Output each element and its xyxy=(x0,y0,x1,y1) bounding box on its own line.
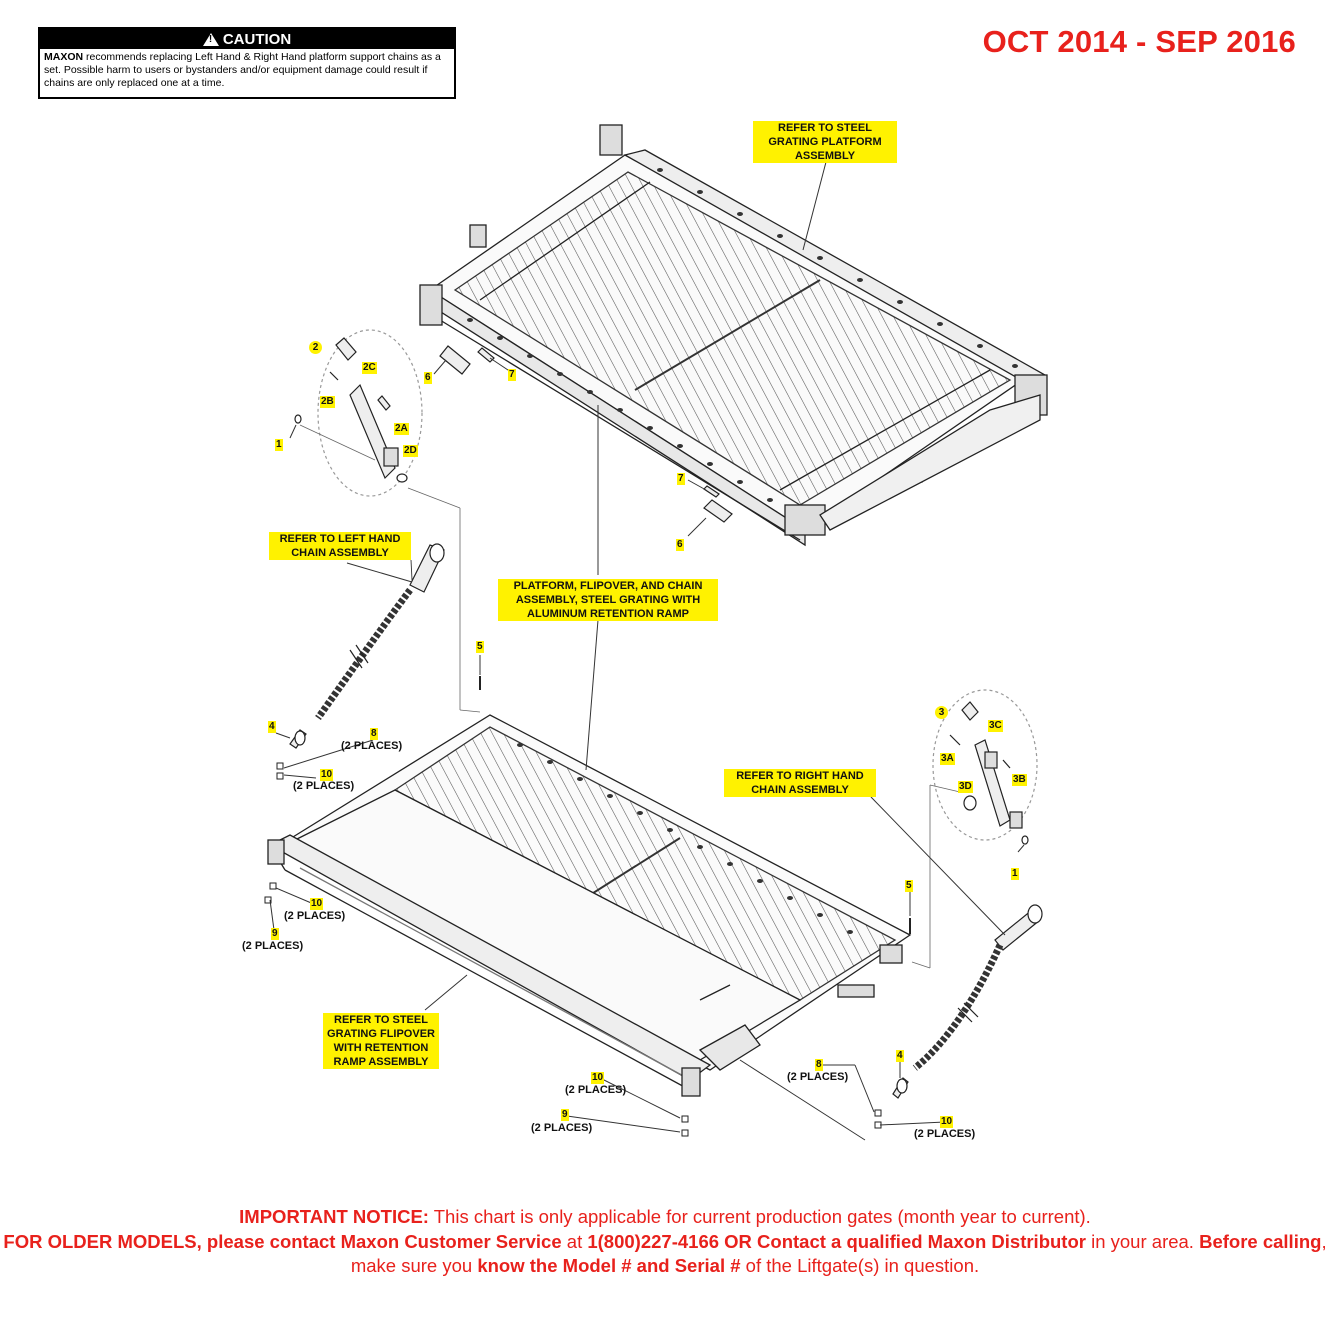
top-leaders xyxy=(433,161,827,575)
caution-text: MAXON recommends replacing Left Hand & R… xyxy=(40,49,454,92)
label-refer-right-chain: REFER TO RIGHT HAND CHAIN ASSEMBLY xyxy=(724,769,876,797)
callout-2d: 2D xyxy=(403,445,418,457)
places-9-left: (2 PLACES) xyxy=(242,940,304,952)
top-platform xyxy=(419,124,1048,547)
notice-at: at xyxy=(561,1230,588,1252)
places-10-left-top: (2 PLACES) xyxy=(293,780,355,792)
callout-9-bottom: 9 xyxy=(561,1109,569,1121)
caution-message: recommends replacing Left Hand & Right H… xyxy=(44,51,441,89)
callout-10-left-bottom: 10 xyxy=(310,898,324,910)
notice-before: Before calling xyxy=(1199,1230,1322,1252)
callout-1-right: 1 xyxy=(1011,868,1019,880)
left-chain xyxy=(289,543,445,749)
callout-2a: 2A xyxy=(394,423,409,435)
notice-important: IMPORTANT NOTICE: xyxy=(239,1206,429,1227)
callout-3c: 3C xyxy=(988,720,1003,732)
callout-10-bottom-mid: 10 xyxy=(591,1072,605,1084)
notice-line-1: IMPORTANT NOTICE: This chart is only app… xyxy=(0,1205,1330,1230)
notice-in-area: in your area. xyxy=(1085,1230,1200,1252)
callout-7-top: 7 xyxy=(508,369,516,381)
callout-6-mid: 6 xyxy=(676,539,684,551)
notice-phone: 1(800)227-4166 OR Contact a qualified Ma… xyxy=(587,1230,1086,1252)
detail-2 xyxy=(289,329,481,713)
date-range: OCT 2014 - SEP 2016 xyxy=(982,24,1296,59)
important-notice: IMPORTANT NOTICE: This chart is only app… xyxy=(0,1205,1330,1279)
callout-4-right: 4 xyxy=(896,1050,904,1062)
notice-line1-rest: This chart is only applicable for curren… xyxy=(428,1206,1091,1227)
callout-6-top: 6 xyxy=(424,372,432,384)
callout-3: 3 xyxy=(935,706,948,719)
caution-title: CAUTION xyxy=(222,30,292,48)
callout-9-left: 9 xyxy=(271,928,279,940)
label-refer-flipover: REFER TO STEEL GRATING FLIPOVER WITH RET… xyxy=(323,1013,439,1069)
caution-box: CAUTION MAXON recommends replacing Left … xyxy=(38,27,456,99)
label-platform-flipover-chain: PLATFORM, FLIPOVER, AND CHAIN ASSEMBLY, … xyxy=(498,579,718,621)
bottom-leaders xyxy=(269,562,1006,1141)
places-8-left: (2 PLACES) xyxy=(341,740,403,752)
callout-10-right: 10 xyxy=(940,1116,954,1128)
caution-header: CAUTION xyxy=(40,29,454,49)
callout-4-left: 4 xyxy=(268,721,276,733)
callout-8-right: 8 xyxy=(815,1059,823,1071)
bottom-platform xyxy=(267,714,912,1097)
places-10-left-bottom: (2 PLACES) xyxy=(284,910,346,922)
notice-tail: of the Liftgate(s) in question. xyxy=(740,1255,980,1276)
places-10-bottom-mid: (2 PLACES) xyxy=(565,1084,627,1096)
notice-know: know the Model # and Serial # xyxy=(477,1255,741,1276)
right-chain xyxy=(892,904,1043,1099)
label-refer-left-chain: REFER TO LEFT HAND CHAIN ASSEMBLY xyxy=(269,532,411,560)
callout-5-right: 5 xyxy=(905,880,913,892)
callout-2c: 2C xyxy=(362,362,377,374)
label-refer-steel-grating-platform: REFER TO STEEL GRATING PLATFORM ASSEMBLY xyxy=(753,121,897,163)
callout-8-left: 8 xyxy=(370,728,378,740)
places-8-right: (2 PLACES) xyxy=(787,1071,849,1083)
callout-10-left-top: 10 xyxy=(320,769,334,781)
detail-3 xyxy=(911,689,1038,969)
callout-5-left: 5 xyxy=(476,641,484,653)
callout-7-mid: 7 xyxy=(677,473,685,485)
top-pins xyxy=(439,345,733,523)
callout-3d: 3D xyxy=(958,781,973,793)
callout-3b: 3B xyxy=(1012,774,1027,786)
callout-2b: 2B xyxy=(320,396,335,408)
places-9-bottom: (2 PLACES) xyxy=(531,1122,593,1134)
caution-brand: MAXON xyxy=(44,51,84,63)
notice-make-sure: , make sure you xyxy=(350,1230,1327,1277)
warning-triangle-icon xyxy=(202,32,219,46)
places-10-right: (2 PLACES) xyxy=(914,1128,976,1140)
callout-1-left: 1 xyxy=(275,439,283,451)
callout-2: 2 xyxy=(309,341,322,354)
callout-3a: 3A xyxy=(940,753,955,765)
notice-line-2: FOR OLDER MODELS, please contact Maxon C… xyxy=(0,1230,1330,1279)
notice-older: FOR OLDER MODELS, please contact Maxon C… xyxy=(3,1230,562,1252)
hardware xyxy=(264,676,911,1137)
